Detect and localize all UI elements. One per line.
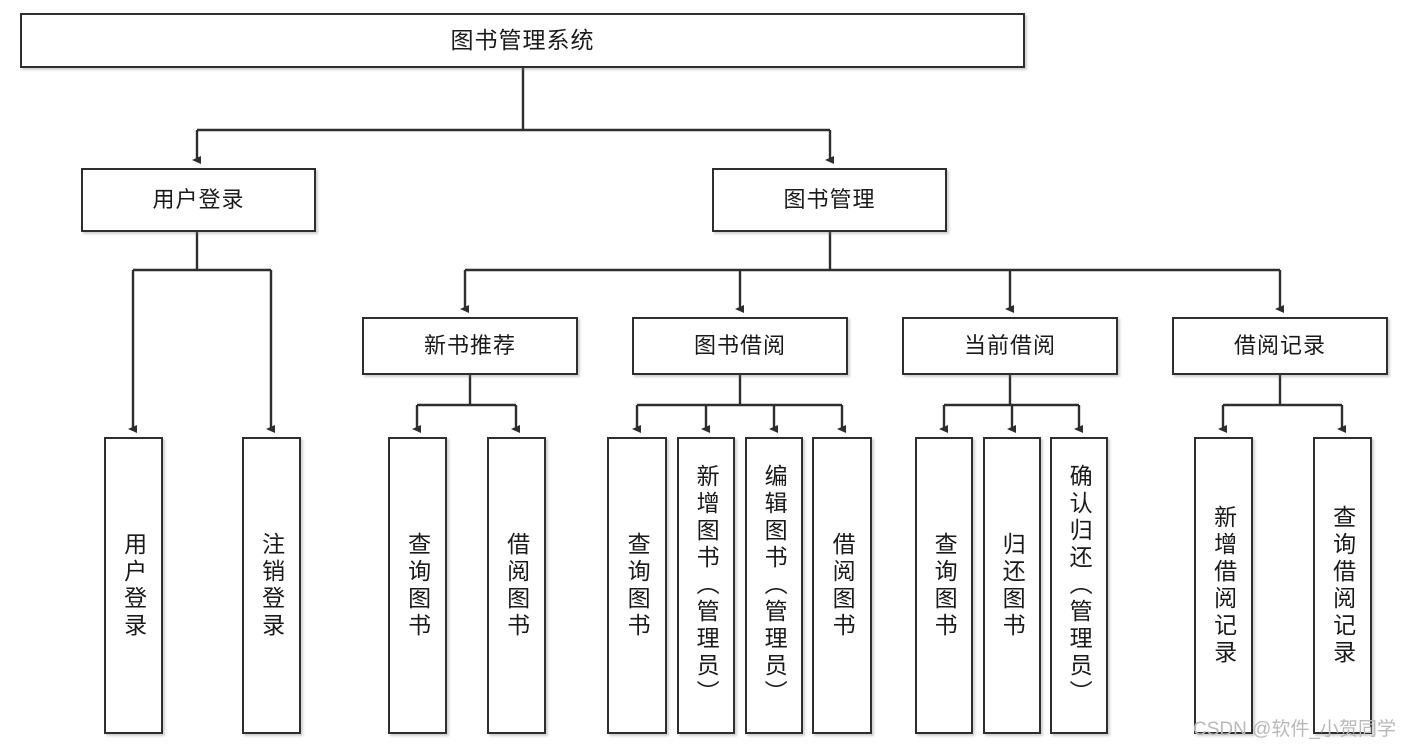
node-label: 查询图书 — [404, 531, 431, 640]
node-label: 新增借阅记录 — [1210, 504, 1237, 667]
leaf-edit-book[interactable]: 编辑图书（管理员） — [745, 437, 803, 734]
leaf-query-book-current[interactable]: 查询图书 — [915, 437, 973, 734]
leaf-query-book-recommend[interactable]: 查询图书 — [388, 437, 447, 734]
leaf-logout-login[interactable]: 注销登录 — [242, 437, 301, 734]
node-user-login[interactable]: 用户登录 — [81, 168, 316, 232]
node-label: 图书借阅 — [693, 333, 786, 359]
node-book-borrow[interactable]: 图书借阅 — [632, 317, 848, 375]
node-label: 查询借阅记录 — [1329, 504, 1356, 667]
leaf-return-book[interactable]: 归还图书 — [983, 437, 1041, 734]
leaf-borrow-book[interactable]: 借阅图书 — [812, 437, 872, 734]
node-label: 借阅图书 — [503, 531, 530, 640]
node-label: 归还图书 — [999, 531, 1026, 640]
node-borrow-record[interactable]: 借阅记录 — [1172, 317, 1388, 375]
leaf-query-borrow-record[interactable]: 查询借阅记录 — [1313, 437, 1372, 734]
node-label: 图书管理系统 — [450, 26, 595, 53]
node-label: 用户登录 — [120, 531, 147, 640]
node-current-borrow[interactable]: 当前借阅 — [902, 317, 1118, 375]
node-label: 用户登录 — [152, 187, 245, 213]
node-label: 当前借阅 — [963, 333, 1056, 359]
watermark-text: CSDN @软件_小贺同学 — [1193, 719, 1396, 740]
node-label: 查询图书 — [624, 531, 651, 640]
leaf-add-book[interactable]: 新增图书（管理员） — [677, 437, 735, 734]
leaf-confirm-return[interactable]: 确认归还（管理员） — [1050, 437, 1108, 734]
node-label: 借阅记录 — [1233, 333, 1326, 359]
node-label: 编辑图书（管理员） — [761, 464, 788, 707]
node-label: 查询图书 — [931, 531, 958, 640]
node-label: 图书管理 — [783, 187, 876, 213]
node-new-book-recommend[interactable]: 新书推荐 — [362, 317, 578, 375]
node-label: 注销登录 — [258, 531, 285, 640]
node-label: 新书推荐 — [423, 333, 516, 359]
node-label: 新增图书（管理员） — [693, 464, 720, 707]
leaf-borrow-book-recommend[interactable]: 借阅图书 — [487, 437, 546, 734]
leaf-add-borrow-record[interactable]: 新增借阅记录 — [1194, 437, 1253, 734]
leaf-query-book-borrow[interactable]: 查询图书 — [607, 437, 667, 734]
node-label: 确认归还（管理员） — [1066, 464, 1093, 707]
node-label: 借阅图书 — [829, 531, 856, 640]
leaf-user-login[interactable]: 用户登录 — [104, 437, 163, 734]
node-root-book-management-system[interactable]: 图书管理系统 — [20, 13, 1025, 68]
node-book-management[interactable]: 图书管理 — [712, 168, 947, 232]
